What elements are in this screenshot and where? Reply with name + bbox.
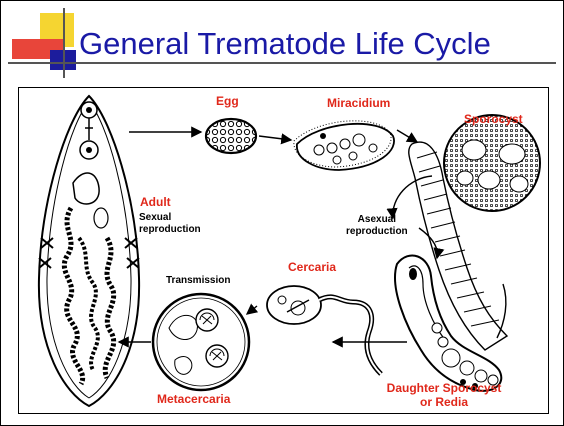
label-daughter-line2: or Redia [349, 395, 539, 409]
label-asexual-line1: Asexual [346, 214, 408, 226]
label-daughter-line1: Daughter Sporocyst [349, 381, 539, 395]
label-metacercaria: Metacercaria [157, 392, 230, 406]
adult-fluke-illustration [39, 96, 139, 406]
cercaria-illustration [267, 286, 381, 374]
label-transmission: Transmission [166, 275, 230, 287]
label-asexual-line2: reproduction [346, 226, 408, 238]
label-sexual-reproduction: Sexual reproduction [139, 212, 201, 236]
title-decoration-vline [63, 8, 65, 78]
label-cercaria: Cercaria [288, 260, 336, 274]
metacercaria-illustration [153, 294, 249, 390]
miracidium-illustration [294, 121, 394, 170]
slide-title: General Trematode Life Cycle [79, 26, 491, 62]
title-decoration-hline [8, 62, 556, 64]
label-sexual-line2: reproduction [139, 224, 201, 236]
life-cycle-drawing [19, 88, 548, 413]
label-egg: Egg [216, 94, 239, 108]
label-daughter-sporocyst-or-redia: Daughter Sporocyst or Redia [349, 381, 539, 409]
label-asexual-reproduction: Asexual reproduction [346, 214, 408, 238]
label-adult: Adult [140, 195, 171, 209]
life-cycle-diagram: Egg Miracidium Sporocyst Adult Sexual re… [18, 87, 549, 414]
label-miracidium: Miracidium [327, 96, 390, 110]
egg-illustration [206, 119, 256, 153]
label-sexual-line1: Sexual [139, 212, 201, 224]
label-sporocyst: Sporocyst [464, 112, 523, 126]
